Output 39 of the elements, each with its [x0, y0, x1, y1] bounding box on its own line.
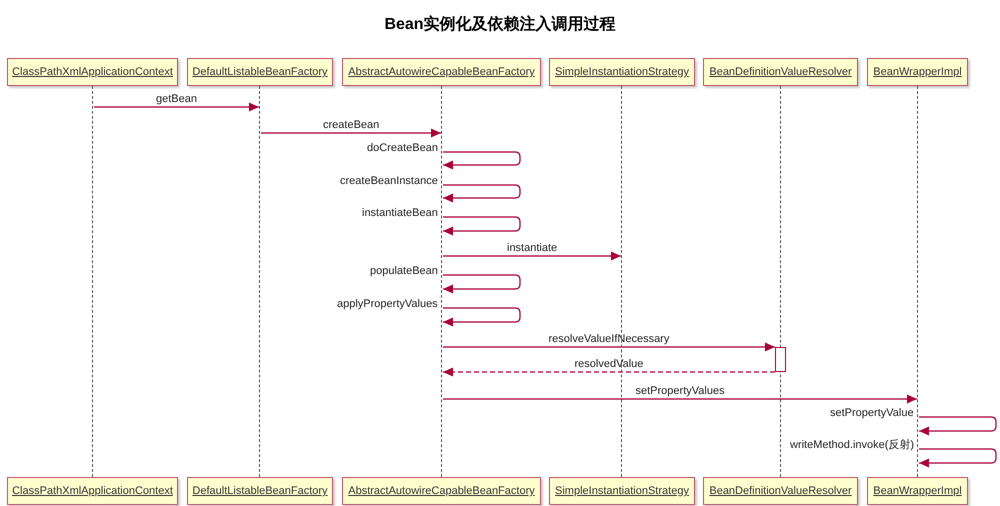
participant-box: BeanDefinitionValueResolver	[703, 58, 858, 86]
message-arrow	[443, 252, 621, 260]
self-message-arrow	[443, 307, 521, 326]
message-label: setPropertyValue	[829, 407, 915, 420]
participant-box: BeanWrapperImpl	[867, 58, 968, 86]
diagram-title: Bean实例化及依赖注入调用过程	[383, 14, 617, 35]
participant-box: BeanDefinitionValueResolver	[703, 477, 858, 505]
self-message-arrow	[443, 184, 521, 202]
message-label: setPropertyValues	[634, 385, 726, 398]
message-label: resolveValueIfNecessary	[548, 333, 670, 346]
lifeline	[259, 86, 261, 477]
participant-box: DefaultListableBeanFactory	[187, 477, 333, 505]
participant-box: AbstractAutowireCapableBeanFactory	[342, 58, 541, 86]
self-message-arrow	[919, 448, 997, 468]
lifeline	[917, 86, 919, 477]
message-label: populateBean	[369, 265, 439, 278]
message-label: applyPropertyValues	[336, 298, 439, 311]
self-message-arrow	[443, 151, 521, 170]
participant-box: ClassPathXmlApplicationContext	[7, 58, 178, 86]
self-message-arrow	[443, 216, 521, 236]
message-arrow	[443, 394, 917, 404]
message-arrow	[261, 128, 441, 138]
activation-bar	[775, 347, 786, 372]
participant-box: AbstractAutowireCapableBeanFactory	[342, 477, 541, 505]
message-label: writeMethod.invoke(反射)	[789, 439, 916, 452]
lifeline	[92, 86, 94, 477]
lifeline	[621, 86, 623, 477]
message-label: getBean	[155, 93, 198, 106]
participant-box: ClassPathXmlApplicationContext	[7, 477, 178, 505]
lifeline	[441, 86, 443, 477]
participant-box: DefaultListableBeanFactory	[187, 58, 333, 86]
participant-box: SimpleInstantiationStrategy	[549, 477, 695, 505]
participant-box: BeanWrapperImpl	[867, 477, 968, 505]
message-arrow	[94, 102, 259, 112]
participant-box: SimpleInstantiationStrategy	[549, 58, 695, 86]
message-arrow	[443, 342, 775, 352]
message-arrow	[443, 368, 775, 376]
self-message-arrow	[443, 274, 521, 294]
self-message-arrow	[919, 416, 997, 436]
